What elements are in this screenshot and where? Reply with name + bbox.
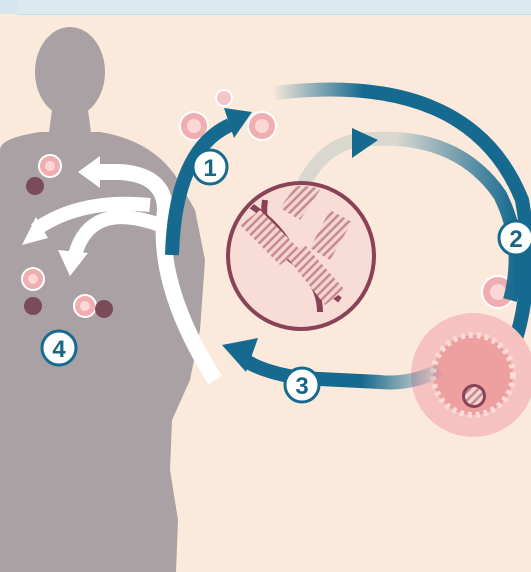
step-badge-3: 3 (285, 368, 319, 402)
dna-helix-icon (228, 180, 374, 329)
step-badge-4: 4 (42, 331, 76, 365)
step-badge-1: 1 (193, 150, 227, 184)
step-number-1: 1 (203, 155, 216, 182)
step-number-2: 2 (509, 226, 522, 253)
bottom-arc-arrow (222, 338, 440, 383)
step-number-4: 4 (52, 336, 66, 363)
step-badge-2: 2 (499, 221, 531, 255)
step-number-3: 3 (295, 373, 308, 400)
